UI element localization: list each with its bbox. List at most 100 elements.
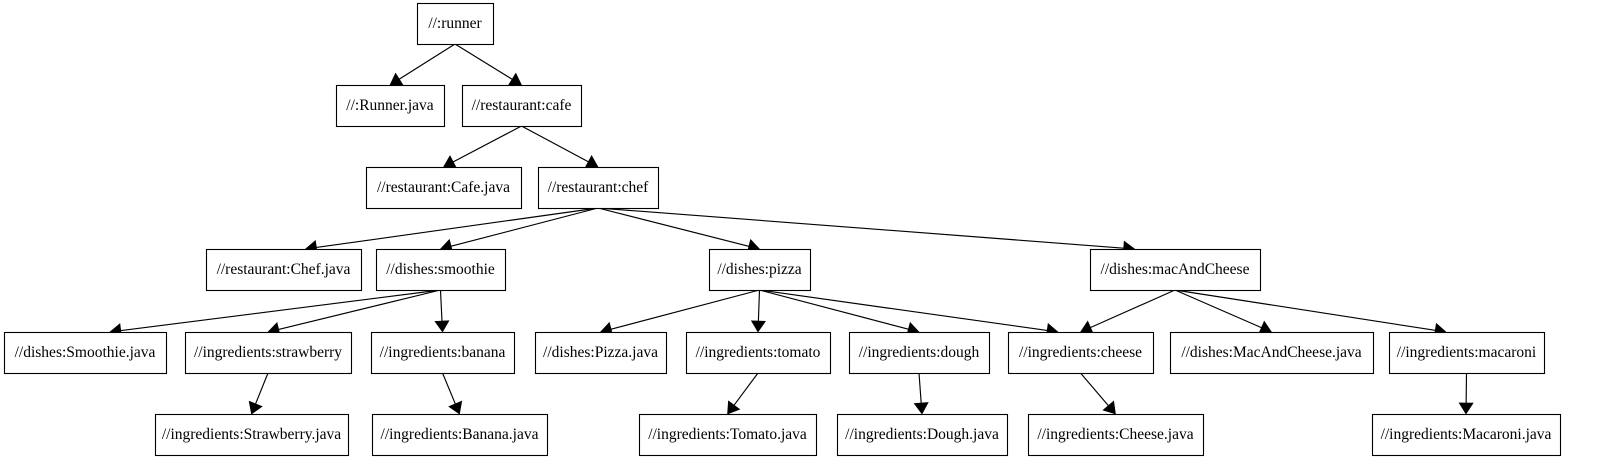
node-box[interactable] [1388, 331, 1546, 375]
edge-arrowhead [448, 400, 463, 415]
graph-node-ing_dough[interactable]: //ingredients:dough [848, 331, 991, 375]
node-label: //:runner [428, 15, 482, 32]
node-box[interactable] [461, 84, 583, 128]
node-box[interactable] [416, 2, 495, 46]
graph-node-strawberry_java[interactable]: //ingredients:Strawberry.java [154, 413, 350, 457]
edge-arrowhead [389, 72, 404, 86]
node-box[interactable] [1027, 413, 1205, 457]
node-box[interactable] [1007, 331, 1155, 375]
graph-node-ing_strawberry[interactable]: //ingredients:strawberry [184, 331, 353, 375]
node-box[interactable] [534, 331, 668, 375]
graph-edge [439, 207, 599, 254]
graph-node-tomato_java[interactable]: //ingredients:Tomato.java [638, 413, 818, 457]
graph-edge [727, 372, 759, 415]
node-label: //ingredients:cheese [1019, 344, 1142, 361]
graph-node-chef_java[interactable]: //restaurant:Chef.java [205, 248, 363, 292]
node-label: //ingredients:Tomato.java [648, 426, 807, 443]
graph-node-ing_tomato[interactable]: //ingredients:tomato [685, 331, 832, 375]
node-box[interactable] [205, 248, 363, 292]
graph-edge [750, 289, 766, 333]
node-label: //ingredients:Macaroni.java [1381, 426, 1552, 443]
graph-node-dishes_smoothie[interactable]: //dishes:smoothie [375, 248, 507, 292]
edge-arrowhead [443, 155, 458, 169]
node-label: //dishes:smoothie [386, 261, 495, 278]
nodes-layer: //:runner //:Runner.java //restaurant:cafe… [3, 2, 1562, 457]
node-label: //dishes:Smoothie.java [15, 344, 156, 361]
graph-node-runner[interactable]: //:runner [416, 2, 495, 46]
node-box[interactable] [375, 248, 507, 292]
graph-node-ing_banana[interactable]: //ingredients:banana [370, 331, 516, 375]
node-label: //ingredients:strawberry [194, 344, 342, 361]
edge-arrowhead [248, 400, 263, 415]
node-box[interactable] [638, 413, 818, 457]
graph-node-runner_java[interactable]: //:Runner.java [335, 84, 446, 128]
node-label: //ingredients:dough [859, 344, 980, 361]
node-label: //dishes:MacAndCheese.java [1181, 344, 1361, 361]
graph-node-banana_java[interactable]: //ingredients:Banana.java [371, 413, 549, 457]
graph-edge [913, 372, 929, 415]
graph-edge [389, 43, 456, 86]
graph-edge [599, 289, 760, 337]
node-label: //ingredients:banana [380, 344, 506, 361]
graph-node-macaroni_java[interactable]: //ingredients:Macaroni.java [1371, 413, 1562, 457]
node-label: //ingredients:Strawberry.java [162, 426, 341, 443]
node-box[interactable] [371, 413, 549, 457]
graph-node-restaurant_chef[interactable]: //restaurant:chef [537, 166, 660, 210]
node-box[interactable] [1169, 331, 1375, 375]
node-label: //restaurant:cafe [472, 97, 572, 114]
node-box[interactable] [836, 413, 1009, 457]
graph-node-dishes_mac[interactable]: //dishes:macAndCheese [1089, 248, 1262, 292]
node-box[interactable] [370, 331, 516, 375]
node-box[interactable] [685, 331, 832, 375]
node-label: //restaurant:Chef.java [217, 261, 351, 278]
graph-edge [441, 372, 463, 415]
graph-edge [1458, 372, 1474, 415]
edge-arrowhead [584, 155, 599, 169]
node-label: //ingredients:Banana.java [381, 426, 539, 443]
node-label: //dishes:pizza [717, 261, 801, 278]
graph-node-pizza_java[interactable]: //dishes:Pizza.java [534, 331, 668, 375]
node-label: //dishes:Pizza.java [543, 344, 658, 361]
node-box[interactable] [365, 166, 523, 210]
graph-edge [267, 289, 441, 337]
graph-edge [597, 207, 1136, 256]
graph-node-restaurant_cafe[interactable]: //restaurant:cafe [461, 84, 583, 128]
node-box[interactable] [708, 248, 812, 292]
graph-edge [597, 207, 761, 254]
graph-edge [1079, 289, 1176, 335]
node-box[interactable] [848, 331, 991, 375]
node-box[interactable] [537, 166, 660, 210]
node-label: //restaurant:Cafe.java [377, 179, 510, 196]
node-label: //dishes:macAndCheese [1101, 261, 1250, 278]
node-box[interactable] [335, 84, 446, 128]
graph-node-mac_java[interactable]: //dishes:MacAndCheese.java [1169, 331, 1375, 375]
node-box[interactable] [184, 331, 353, 375]
node-label: //:Runner.java [346, 97, 434, 114]
edge-arrowhead [750, 320, 766, 333]
graph-edge [434, 289, 450, 333]
node-box[interactable] [154, 413, 350, 457]
graph-node-cheese_java[interactable]: //ingredients:Cheese.java [1027, 413, 1205, 457]
edge-arrowhead [913, 402, 929, 415]
graph-node-dough_java[interactable]: //ingredients:Dough.java [836, 413, 1009, 457]
node-label: //ingredients:macaroni [1397, 344, 1537, 361]
edge-arrowhead [1102, 400, 1116, 415]
node-box[interactable] [1089, 248, 1262, 292]
graph-node-dishes_pizza[interactable]: //dishes:pizza [708, 248, 812, 292]
graph-node-smoothie_java[interactable]: //dishes:Smoothie.java [3, 331, 168, 375]
edge-arrowhead [434, 320, 450, 333]
graph-node-ing_macaroni[interactable]: //ingredients:macaroni [1388, 331, 1546, 375]
graph-node-ing_cheese[interactable]: //ingredients:cheese [1007, 331, 1155, 375]
graph-edge [1174, 289, 1447, 338]
graph-edge [1174, 289, 1273, 335]
node-box[interactable] [1371, 413, 1562, 457]
graph-edge [248, 372, 269, 415]
graph-node-cafe_java[interactable]: //restaurant:Cafe.java [365, 166, 523, 210]
node-label: //ingredients:Dough.java [845, 426, 999, 443]
graph-edge [759, 289, 920, 337]
node-label: //ingredients:tomato [696, 344, 821, 361]
graph-edge [1080, 372, 1116, 415]
node-box[interactable] [3, 331, 168, 375]
